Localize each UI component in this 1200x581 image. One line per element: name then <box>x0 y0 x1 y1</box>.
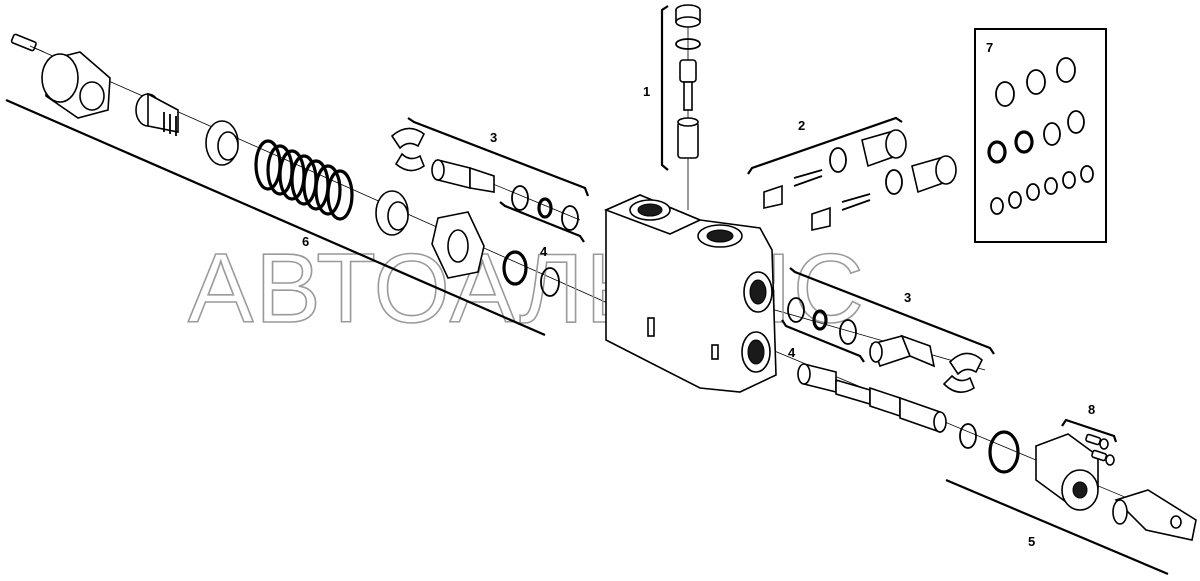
callout-8: 8 <box>1088 402 1095 417</box>
end-cap-right <box>1035 433 1099 511</box>
bracket-3-right <box>789 267 995 355</box>
callout-4-right: 4 <box>788 345 796 360</box>
sleeve <box>205 120 239 166</box>
callout-4-upper: 4 <box>540 244 548 259</box>
bracket-6 <box>5 98 546 337</box>
bracket-2 <box>747 116 903 175</box>
callout-3-right: 3 <box>904 290 911 305</box>
o-ring-left-small <box>540 267 560 297</box>
bolt <box>10 33 45 53</box>
bolts-right <box>1085 433 1115 466</box>
retainer-clip-right <box>942 352 983 393</box>
check-poppet-b <box>811 155 957 231</box>
bracket-4-right <box>781 319 865 363</box>
callout-7: 7 <box>986 40 993 55</box>
bracket-4-upper <box>499 201 585 243</box>
gasket-plate <box>431 211 485 279</box>
spool-cap <box>135 92 179 136</box>
o-ring-right-set <box>787 297 857 345</box>
seal-kit-rings <box>987 57 1094 215</box>
top-valve-seat <box>677 117 699 159</box>
spool-end-clevis <box>1112 489 1197 541</box>
end-cap-flange <box>41 51 111 119</box>
o-ring-left <box>502 250 528 286</box>
bracket-8 <box>1061 418 1118 443</box>
callout-2: 2 <box>798 118 805 133</box>
retainer-clip-upper <box>390 127 426 172</box>
valve-body <box>603 194 777 393</box>
top-o-ring <box>675 38 701 50</box>
top-valve-stem <box>679 59 697 111</box>
bracket-1 <box>660 5 669 171</box>
spool <box>797 362 947 434</box>
o-ring-upper-set <box>511 185 579 231</box>
bracket-5 <box>945 478 1169 576</box>
relief-valve-right <box>869 334 936 368</box>
spool-o-ring <box>959 423 977 449</box>
top-plug <box>675 4 701 28</box>
spring <box>254 139 354 221</box>
check-poppet-a <box>763 129 907 209</box>
bracket-3-upper <box>407 117 590 197</box>
relief-valve-upper <box>431 158 495 193</box>
callout-3-upper: 3 <box>490 130 497 145</box>
callout-6: 6 <box>302 234 309 249</box>
callout-1: 1 <box>643 84 650 99</box>
spool-wiper-seal <box>988 430 1020 474</box>
callout-5: 5 <box>1028 534 1035 549</box>
spring-seat <box>375 190 409 236</box>
seal-kit-box <box>974 28 1107 243</box>
